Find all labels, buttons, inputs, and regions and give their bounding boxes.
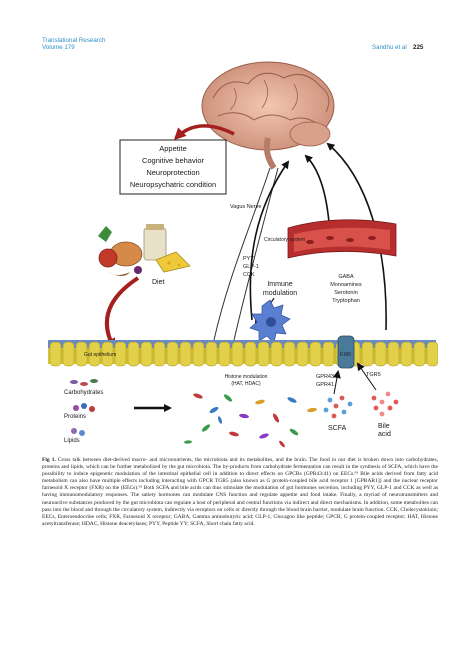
proteins-label: Proteins	[64, 414, 86, 420]
epithelial-cell	[153, 341, 166, 367]
hormone-cck: CCK	[243, 272, 255, 278]
epithelial-cell	[426, 341, 438, 367]
outcome-appetite: Appetite	[159, 144, 187, 153]
epithelial-cell	[140, 341, 153, 367]
epithelial-cell	[101, 341, 114, 367]
neuro-monoamines: Monoamines	[330, 282, 362, 288]
epithelial-cell	[283, 341, 296, 367]
caption-label: Fig 1.	[42, 457, 56, 463]
epithelial-cell	[296, 341, 309, 367]
histone-enzymes-label: (HAT, HDAC)	[231, 381, 261, 387]
epithelial-cell	[322, 341, 335, 367]
outcome-neuroprotection: Neuroprotection	[146, 168, 199, 177]
journal-name: Translational Research	[42, 37, 106, 44]
epithelial-cell	[309, 341, 322, 367]
bile-acid-cluster	[371, 391, 399, 417]
tgr5-label: TGR5	[366, 372, 381, 378]
caption-text: Cross talk between diet-derived macro- a…	[42, 457, 439, 527]
brain-illustration	[201, 61, 335, 170]
epithelial-cell	[49, 341, 62, 367]
hormone-glp1: GLP-1	[243, 264, 259, 270]
epithelial-cell	[257, 341, 270, 367]
bile-acid-label: acid	[378, 431, 391, 438]
page-number: 225	[413, 44, 424, 51]
epithelial-cell	[400, 341, 413, 367]
epithelial-cell	[387, 341, 400, 367]
hormone-arrow	[249, 160, 290, 321]
blood-vessel-illustration	[287, 219, 397, 259]
carbohydrates-label: Carbohydrates	[64, 390, 103, 396]
gpr43-label: GPR43	[316, 374, 334, 380]
diet-label: Diet	[152, 279, 165, 286]
epithelial-cell	[166, 341, 179, 367]
epithelial-cell	[62, 341, 75, 367]
epithelial-cell	[88, 341, 101, 367]
neuro-gaba: GABA	[338, 274, 354, 280]
epithelial-cell	[192, 341, 205, 367]
neuroactive-arrow	[326, 142, 387, 331]
gut-epithelium-label: Gut epithelium	[84, 352, 116, 358]
epithelial-cell	[361, 341, 374, 367]
vagus-nerve-label: Vagus Nerve	[230, 204, 261, 210]
scfa-label: SCFA	[328, 425, 347, 432]
bile-label: Bile	[378, 423, 390, 430]
gut-microbiota	[184, 393, 317, 448]
epithelial-cell	[114, 341, 127, 367]
nutrient-icons	[70, 379, 98, 436]
figure-caption: Fig 1. Cross talk between diet-derived m…	[42, 457, 438, 528]
diet-food-illustration	[98, 224, 191, 276]
neuro-tryptophan: Tryptophan	[332, 298, 360, 304]
fxr-label: FXR	[340, 352, 351, 358]
epithelial-cell	[374, 341, 387, 367]
neuro-serotonin: Serotonin	[334, 290, 358, 296]
scfa-to-receptor-arrow	[332, 370, 341, 395]
epithelial-cell	[127, 341, 140, 367]
immune-label-line2: modulation	[263, 290, 297, 297]
epithelial-cell	[218, 341, 231, 367]
epithelial-cell	[205, 341, 218, 367]
lipids-label: Lipids	[64, 438, 80, 444]
gut-brain-axis-figure: Appetite Cognitive behavior Neuroprotect…	[48, 61, 438, 448]
epithelial-cell	[270, 341, 283, 367]
scfa-cluster	[323, 395, 353, 419]
outcome-box	[119, 139, 227, 195]
running-authors: Sandhu et al	[372, 44, 407, 51]
diet-to-gut-arrow	[104, 276, 140, 351]
hormone-pyy: PYY	[243, 256, 254, 262]
circulatory-system-label: Circulatory system	[264, 237, 305, 243]
journal-volume: Volume 179	[42, 44, 75, 51]
brain-to-outcome-arrow	[173, 124, 235, 141]
outcome-cognitive: Cognitive behavior	[142, 156, 205, 165]
bile-to-receptor-arrow	[356, 362, 377, 391]
gpr41-label: GPR41	[316, 382, 334, 388]
epithelial-cell	[75, 341, 88, 367]
epithelial-cell	[244, 341, 257, 367]
immune-cell-illustration	[249, 299, 291, 344]
histone-label: Histone modulation	[225, 374, 268, 380]
enteroendocrine-cell	[337, 335, 355, 369]
epithelial-cell	[231, 341, 244, 367]
immune-label-line1: Immune	[267, 281, 292, 288]
epithelial-cell	[179, 341, 192, 367]
epithelial-cell	[413, 341, 426, 367]
outcome-neuropsychiatric: Neuropsychatric condition	[130, 180, 216, 189]
